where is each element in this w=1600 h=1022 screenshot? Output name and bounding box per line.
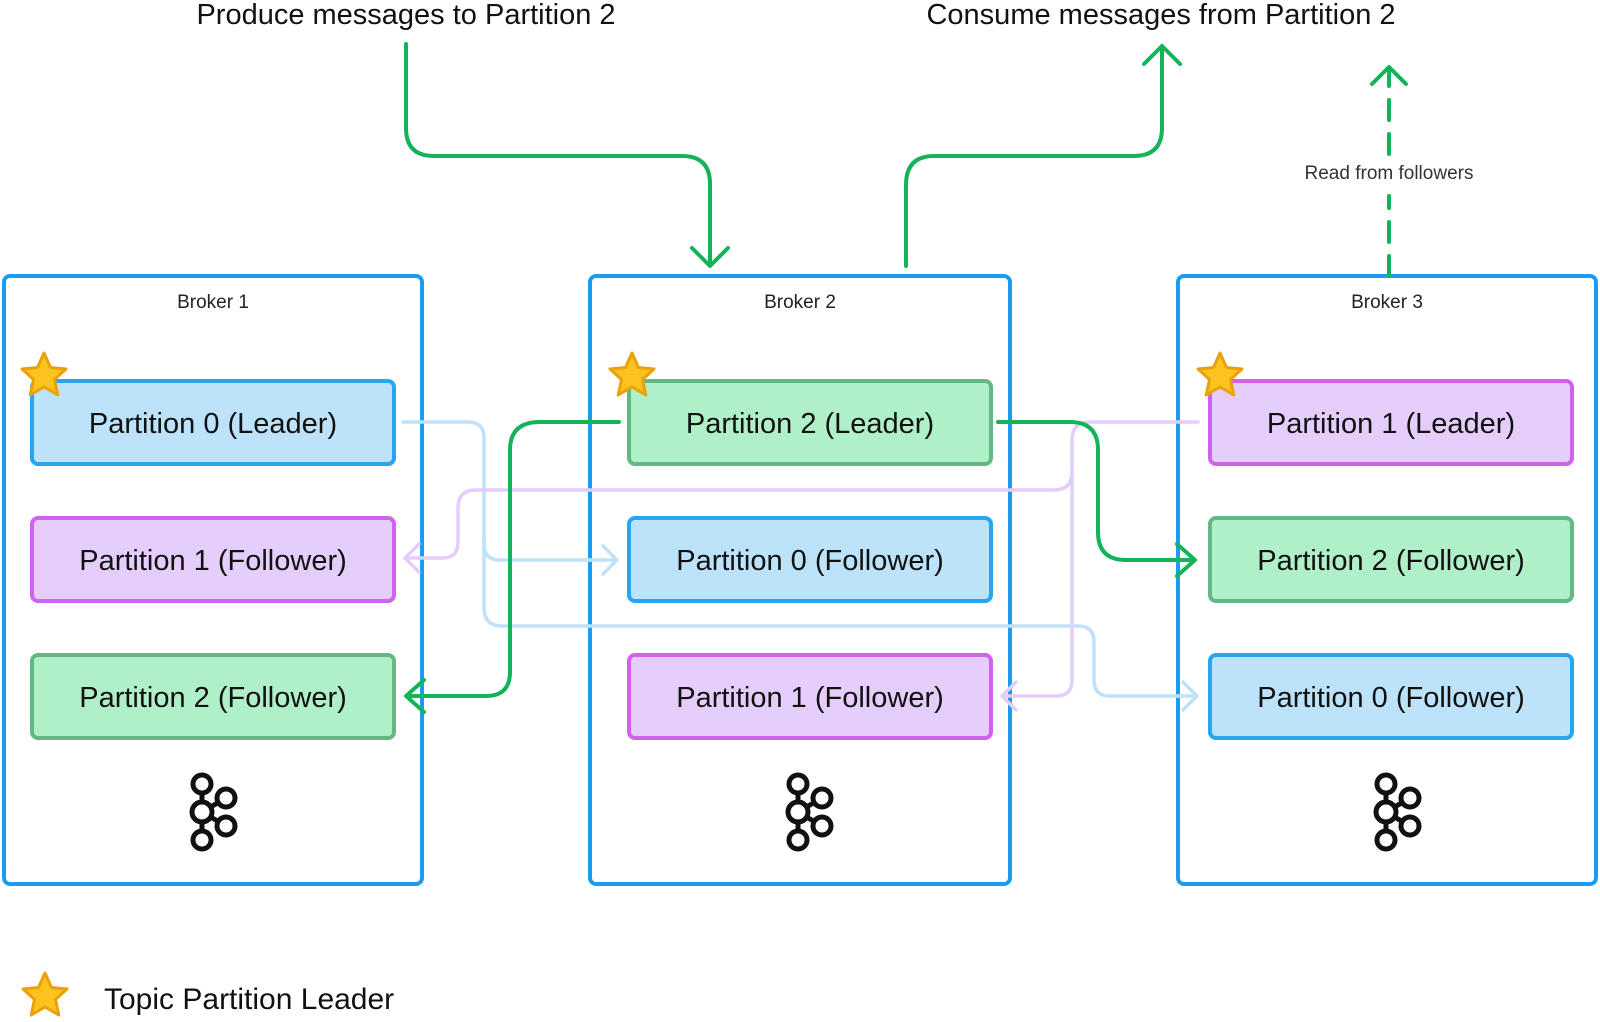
arrowhead bbox=[1370, 65, 1408, 86]
read-from-followers-label: Read from followers bbox=[1305, 163, 1474, 184]
partition-label: Partition 2 (Follower) bbox=[1257, 545, 1525, 577]
broker-title: Broker 3 bbox=[1351, 292, 1423, 313]
partition-box: Partition 2 (Follower) bbox=[1208, 516, 1574, 603]
replication-arrow-p2-b3 bbox=[996, 420, 1195, 562]
replication-arrow-p0-b3 bbox=[482, 538, 1197, 698]
arrowhead bbox=[690, 246, 730, 268]
replication-arrow-p1-b2 bbox=[1000, 466, 1074, 698]
partition-label: Partition 1 (Leader) bbox=[1267, 408, 1515, 440]
legend: Topic Partition Leader bbox=[21, 971, 394, 1017]
partition-box: Partition 0 (Follower) bbox=[627, 516, 993, 603]
arrowhead bbox=[403, 542, 421, 574]
partition-label: Partition 1 (Follower) bbox=[79, 545, 347, 577]
legend-label: Topic Partition Leader bbox=[104, 983, 394, 1016]
partition-label: Partition 1 (Follower) bbox=[676, 682, 944, 714]
arrowhead bbox=[1175, 542, 1197, 578]
partition-label: Partition 0 (Follower) bbox=[1257, 682, 1525, 714]
partition-box: Partition 2 (Leader) bbox=[627, 379, 993, 466]
partition-box: Partition 1 (Leader) bbox=[1208, 379, 1574, 466]
arrowhead bbox=[1181, 680, 1199, 712]
partition-box: Partition 1 (Follower) bbox=[30, 516, 396, 603]
broker-title: Broker 2 bbox=[764, 292, 836, 313]
star-icon bbox=[21, 971, 69, 1017]
partition-box: Partition 0 (Leader) bbox=[30, 379, 396, 466]
partition-label: Partition 2 (Follower) bbox=[79, 682, 347, 714]
partition-label: Partition 0 (Follower) bbox=[676, 545, 944, 577]
partition-box: Partition 0 (Follower) bbox=[1208, 653, 1574, 740]
consume-label: Consume messages from Partition 2 bbox=[926, 0, 1395, 31]
arrowhead bbox=[404, 678, 426, 714]
partition-box: Partition 2 (Follower) bbox=[30, 653, 396, 740]
partition-box: Partition 1 (Follower) bbox=[627, 653, 993, 740]
arrowhead bbox=[1142, 44, 1182, 66]
partition-label: Partition 2 (Leader) bbox=[686, 408, 934, 440]
partition-label: Partition 0 (Leader) bbox=[89, 408, 337, 440]
arrowhead bbox=[601, 544, 619, 576]
produce-arrow bbox=[404, 42, 712, 266]
replication-arrow-p2-b1 bbox=[406, 420, 621, 698]
arrowhead bbox=[1000, 680, 1018, 712]
consume-arrow bbox=[904, 44, 1164, 268]
broker-title: Broker 1 bbox=[177, 292, 249, 313]
produce-label: Produce messages to Partition 2 bbox=[196, 0, 615, 31]
replication-arrow-p1-b1 bbox=[403, 420, 1200, 560]
